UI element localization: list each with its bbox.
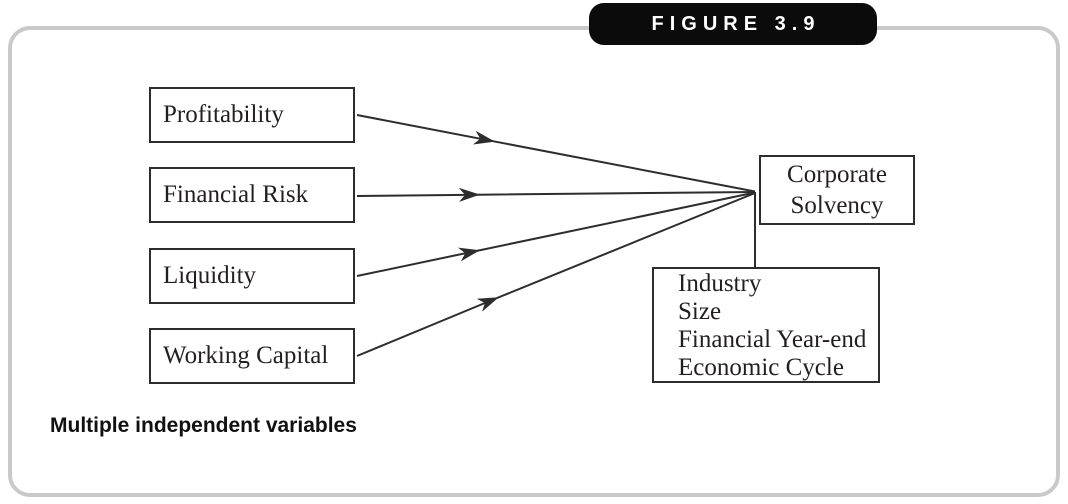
figure-caption: Multiple independent variables [50,414,357,437]
box-financial-risk-label: Financial Risk [163,181,309,208]
box-corporate-solvency: Corporate Solvency [759,155,915,225]
box-liquidity: Liquidity [149,248,355,304]
box-profitability-label: Profitability [163,101,284,128]
box-profitability: Profitability [149,87,355,143]
control-factor-industry: Industry [678,270,762,297]
control-factor-financial-year-end: Financial Year-end [678,326,867,353]
arrow-working-capital [356,192,756,357]
control-factor-size: Size [678,298,722,325]
figure-badge: FIGURE 3.9 [589,3,877,45]
figure-frame [8,26,1060,497]
box-liquidity-label: Liquidity [163,262,257,289]
box-working-capital: Working Capital [149,328,355,384]
box-financial-risk: Financial Risk [149,167,355,223]
arrow-liquidity [356,191,756,277]
control-factor-economic-cycle: Economic Cycle [678,354,844,381]
box-corporate-solvency-label: Corporate Solvency [787,161,887,219]
arrow-financial-risk [356,187,756,202]
arrow-profitability [356,114,756,193]
box-control-factors: Industry Size Financial Year-end Economi… [652,267,880,383]
figure-badge-label: FIGURE 3.9 [651,12,821,35]
box-working-capital-label: Working Capital [163,342,329,369]
